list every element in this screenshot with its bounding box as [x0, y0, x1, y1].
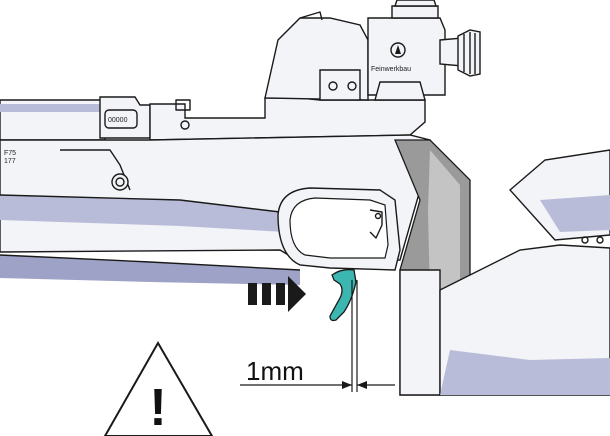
diopter-sight: Feinwerkbau	[264, 0, 481, 101]
trigger-blade	[329, 268, 357, 322]
measurement-dimension: 1mm	[240, 280, 395, 392]
barrel-serial: 00000	[108, 117, 128, 124]
barrel-action	[0, 96, 426, 141]
sight-brand-text: Feinwerkbau	[371, 66, 411, 73]
warning-symbol: !	[149, 379, 166, 436]
stock-marking-1: F75	[4, 150, 16, 157]
trigger-guard	[277, 187, 401, 271]
sling-swivel	[111, 173, 129, 191]
stock-marking-2: 177	[4, 158, 16, 165]
windage-knob	[457, 29, 481, 77]
warning-triangle-icon: !	[103, 340, 214, 436]
serial-plate	[104, 109, 138, 129]
push-arrow	[248, 276, 306, 312]
brand-logo	[390, 42, 406, 58]
measurement-label: 1mm	[246, 356, 304, 386]
pistol-grip	[394, 139, 610, 396]
